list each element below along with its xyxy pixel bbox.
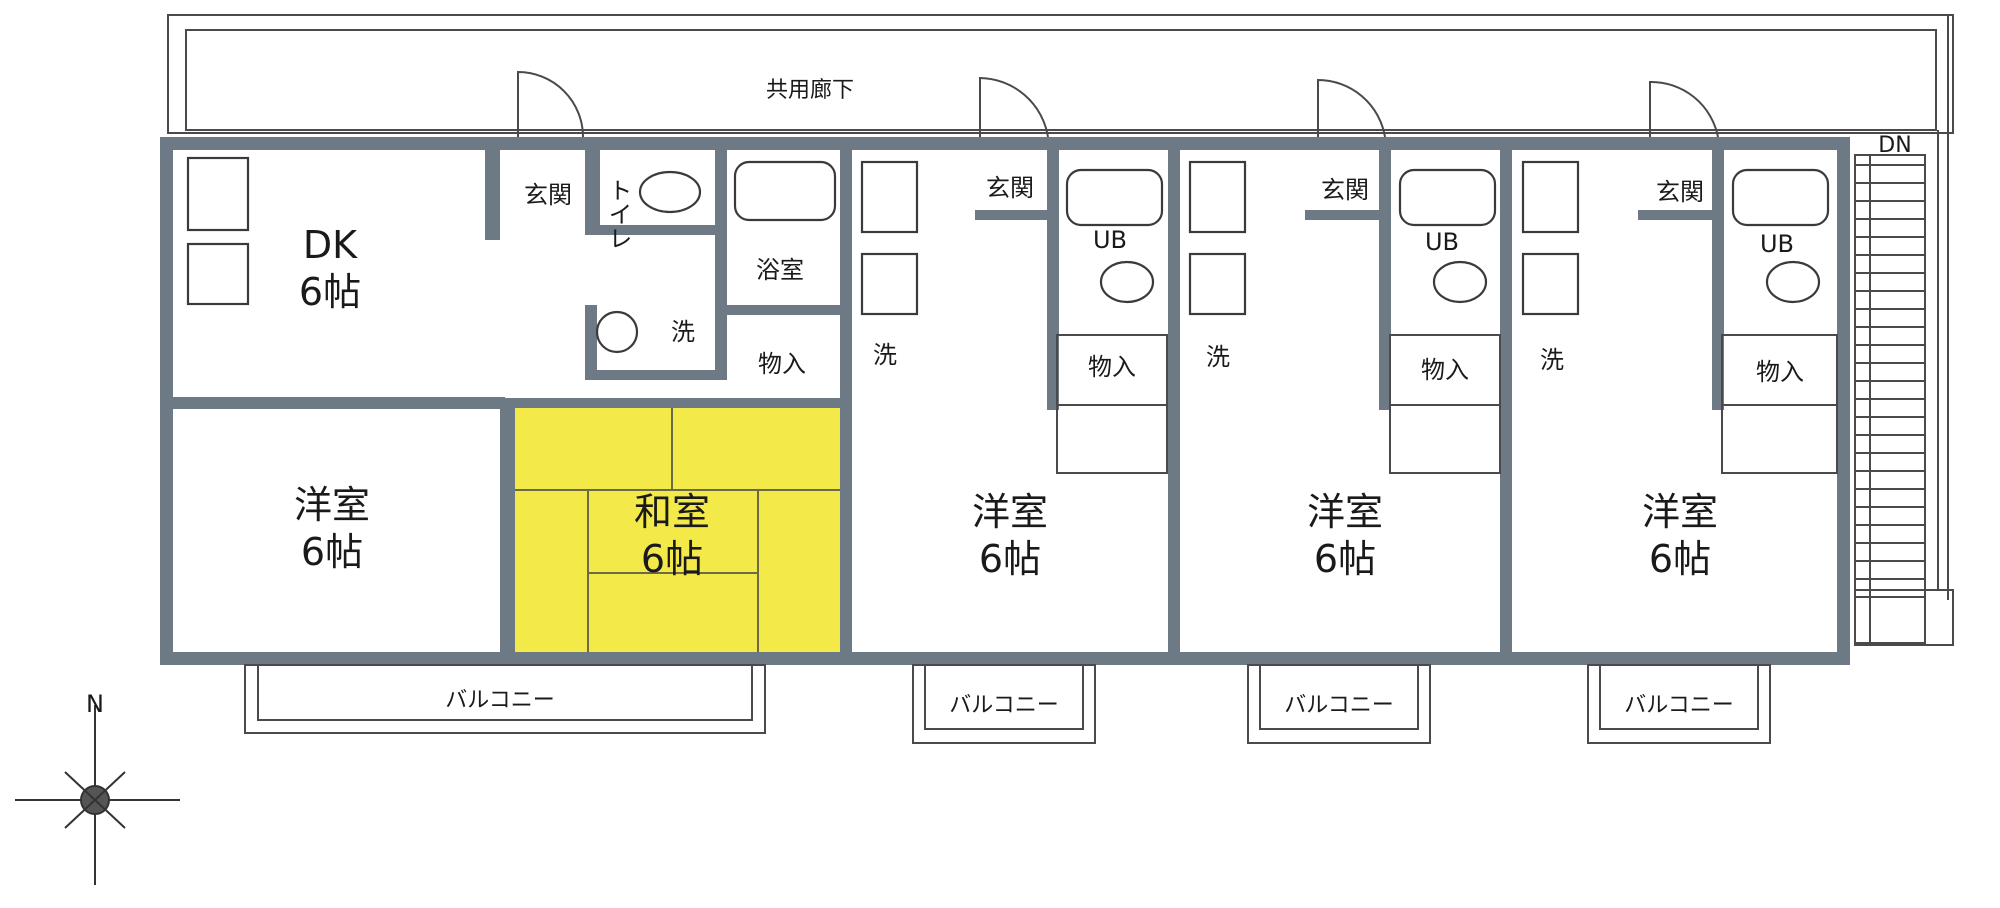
balcony-outlines <box>244 664 1771 744</box>
closet-label-4: 物入 <box>1756 358 1804 386</box>
closet-label-1: 物入 <box>758 350 806 378</box>
balcony-label-2: バルコニー <box>949 693 1059 718</box>
balcony-label-3: バルコニー <box>1284 693 1394 718</box>
stairs <box>1854 154 1954 646</box>
closet-boxes <box>1056 334 1838 474</box>
entrance-label-3: 玄関 <box>1321 176 1369 204</box>
entrance-doors <box>517 70 1719 138</box>
bath-fixtures <box>595 160 1830 354</box>
room-size-japanese: 6帖 <box>641 537 703 581</box>
washer-label-3: 洗 <box>1206 343 1230 371</box>
room-label-japanese: 和室 <box>634 490 710 534</box>
room-label-western-1: 洋室 <box>294 483 370 527</box>
closet-label-3: 物入 <box>1421 356 1469 384</box>
room-size-western-1: 6帖 <box>301 530 363 574</box>
tatami-mat-lines <box>515 407 840 655</box>
room-size-western-3: 6帖 <box>1314 537 1376 581</box>
kitchen-fixtures <box>186 156 1580 316</box>
building-walls <box>160 137 1850 665</box>
tatami-floor <box>515 407 840 655</box>
room-label-western-2: 洋室 <box>972 490 1048 534</box>
corridor-outline <box>167 14 1954 600</box>
bath-label: 浴室 <box>756 256 804 284</box>
toilet-label: トイレ <box>604 178 632 250</box>
washer-label-1: 洗 <box>671 318 695 346</box>
balcony-label-4: バルコニー <box>1624 693 1734 718</box>
north-label: N <box>86 690 104 718</box>
stairs-down-label: DN <box>1878 133 1911 158</box>
entrance-label-2: 玄関 <box>986 174 1034 202</box>
balcony-label-1: バルコニー <box>445 688 555 713</box>
room-label-dk: DK <box>303 223 358 267</box>
unit-bath-label-4: UB <box>1760 230 1794 258</box>
closet-label-2: 物入 <box>1088 353 1136 381</box>
corridor-label: 共用廊下 <box>766 78 854 103</box>
room-size-western-4: 6帖 <box>1649 537 1711 581</box>
washer-label-4: 洗 <box>1540 346 1564 374</box>
unit-bath-label-2: UB <box>1093 226 1127 254</box>
room-size-western-2: 6帖 <box>979 537 1041 581</box>
entrance-label-1: 玄関 <box>524 181 572 209</box>
room-label-western-3: 洋室 <box>1307 490 1383 534</box>
compass-rose <box>15 705 180 885</box>
washer-label-2: 洗 <box>873 341 897 369</box>
unit-bath-label-3: UB <box>1425 228 1459 256</box>
entrance-label-4: 玄関 <box>1656 178 1704 206</box>
room-label-western-4: 洋室 <box>1642 490 1718 534</box>
room-size-dk: 6帖 <box>299 270 361 314</box>
